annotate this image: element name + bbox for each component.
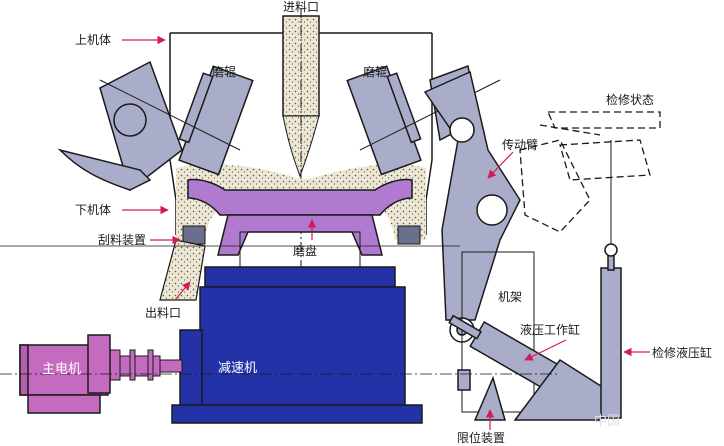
hydraulic-cylinder-assembly [448,314,617,421]
label-lower-body: 下机体 [75,203,111,217]
scraper-right [397,225,421,245]
label-maintenance-cylinder: 检修液压缸 [652,345,712,360]
watermark: 中国 [594,414,620,429]
label-discharge-outlet: 出料口 [145,306,181,320]
label-drive-arm: 传动臂 [502,137,538,152]
label-roller-right: 磨辊 [363,65,387,79]
label-maintenance-state: 检修状态 [606,92,654,107]
scraper-left [182,225,206,245]
housing-right-wall [425,33,433,235]
grinding-disc [187,178,413,268]
roller-left-assembly [57,60,254,192]
label-scraper: 刮料装置 [98,233,146,247]
label-grinding-disc: 磨盘 [293,243,317,258]
discharge-chute [159,239,206,301]
reducer [171,266,423,424]
label-reducer: 减速机 [218,361,257,376]
feed-chute [282,8,320,300]
material-bed [176,164,426,240]
main-motor [19,334,111,414]
maintenance-cylinder-assembly [600,140,622,419]
label-frame: 机架 [498,290,522,304]
label-feed-inlet: 进料口 [283,0,319,14]
callout-arrows [122,35,650,430]
label-hydraulic-cylinder: 液压工作缸 [520,322,580,337]
label-roller-left: 磨辊 [212,65,236,79]
maintenance-state-outline [519,111,661,233]
label-limit-device: 限位装置 [457,430,505,445]
label-upper-body: 上机体 [75,33,111,47]
coupling [109,349,183,381]
label-main-motor: 主电机 [42,362,81,377]
